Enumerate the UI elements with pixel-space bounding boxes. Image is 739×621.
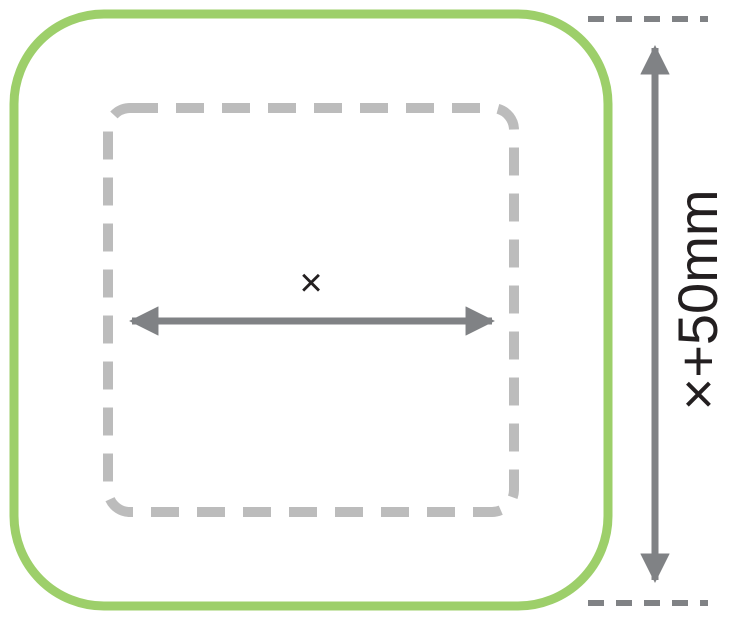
inner-dashed-square — [103, 103, 519, 517]
outer-square — [9, 9, 613, 611]
inner-width-label: × — [299, 261, 322, 305]
outer-size-label: ×+50mm — [666, 190, 729, 411]
